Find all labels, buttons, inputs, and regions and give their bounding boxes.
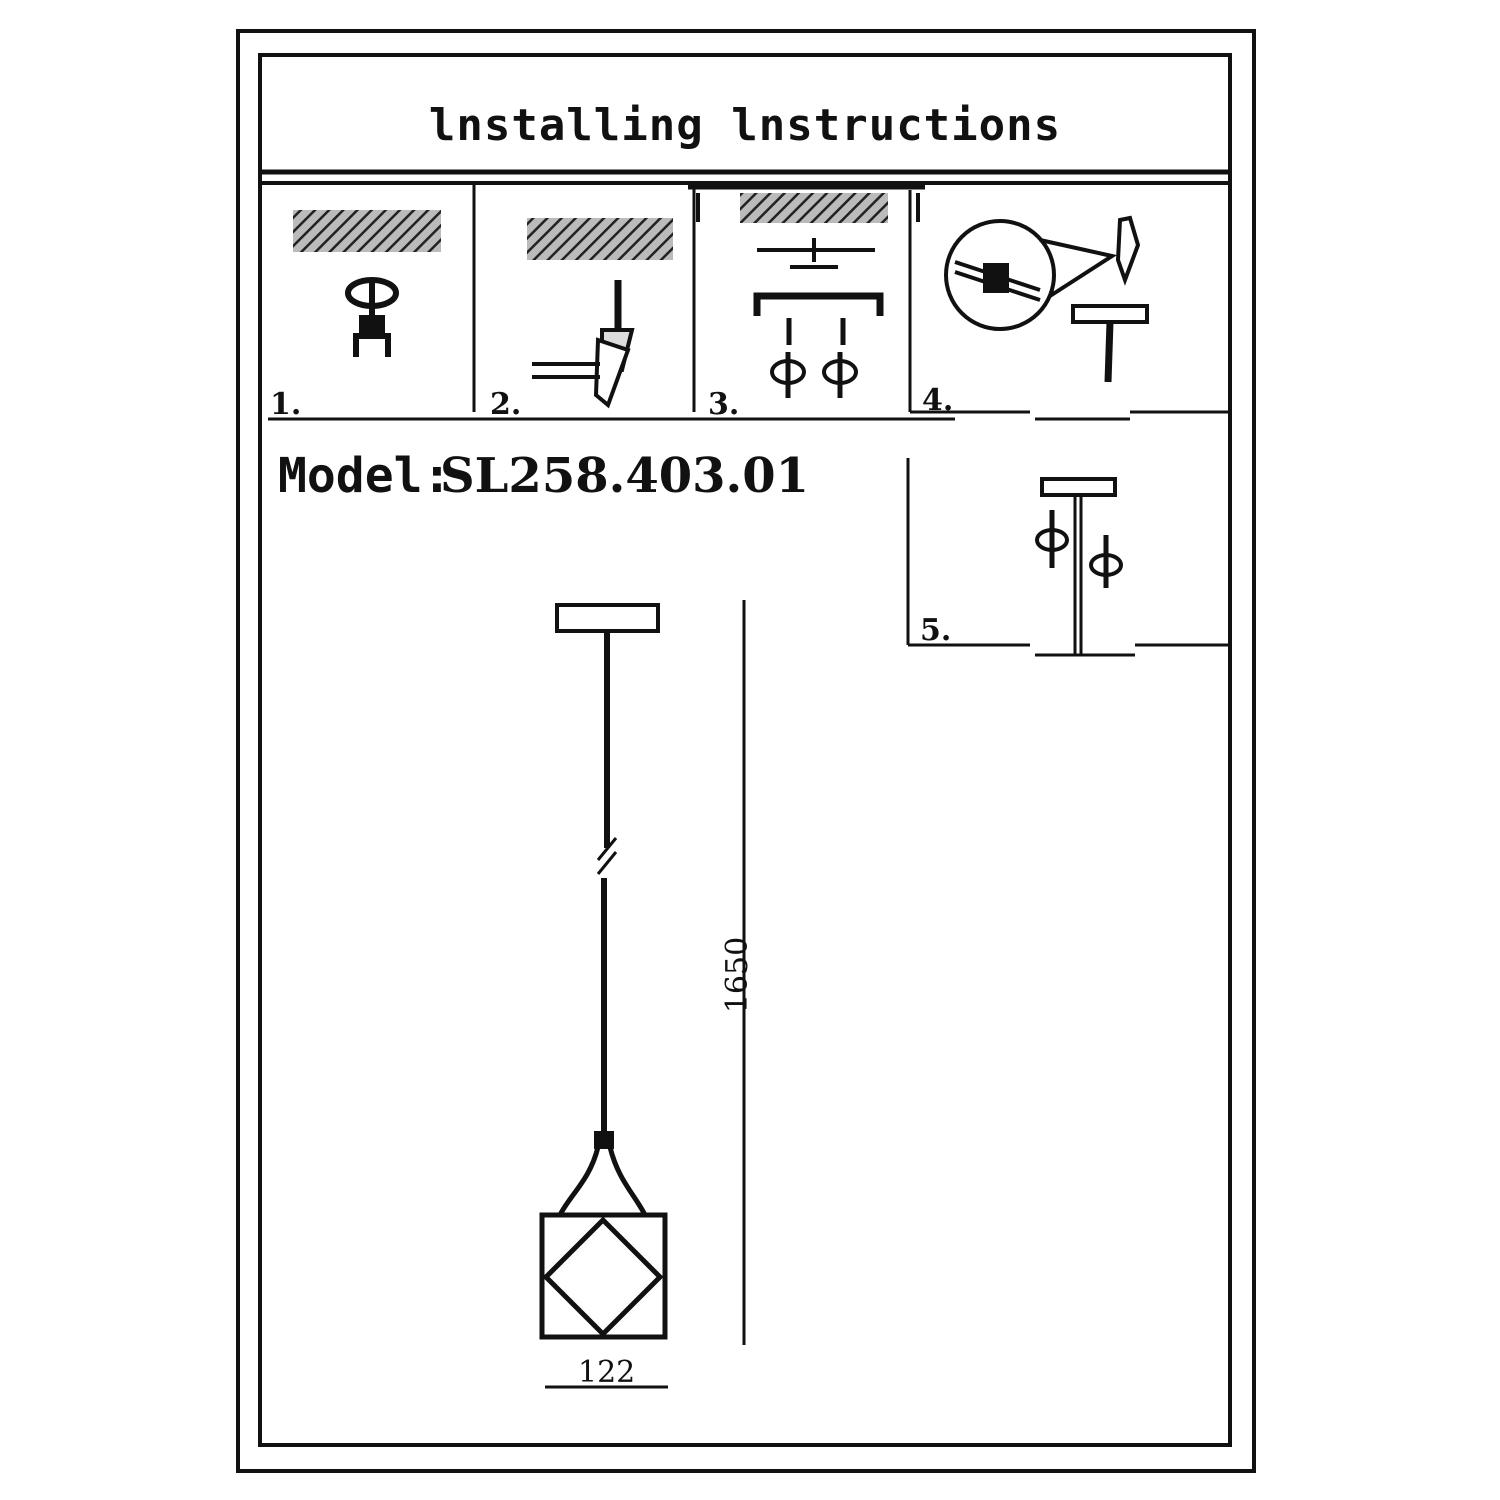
step-4-number: 4. bbox=[922, 383, 954, 418]
outer-frame bbox=[236, 29, 1256, 1473]
width-dimension-label: 122 bbox=[578, 1355, 636, 1390]
step-2-drill-icon bbox=[527, 218, 673, 409]
step-2-number: 2. bbox=[490, 387, 522, 422]
step-1-number: 1. bbox=[270, 387, 302, 422]
inner-frame bbox=[258, 53, 1232, 1447]
shade-diamond bbox=[542, 1216, 664, 1338]
step-panel-dividers bbox=[268, 183, 1228, 657]
pendant-lamp-drawing bbox=[539, 603, 668, 1340]
model-number: SL258.403.01 bbox=[440, 448, 810, 504]
step-3-number: 3. bbox=[708, 387, 740, 422]
title-divider bbox=[260, 169, 1230, 185]
step-4-wire-connection-icon bbox=[944, 215, 1149, 383]
page-title: lnstalling lnstructions bbox=[428, 100, 1062, 151]
pendant-shade bbox=[539, 1212, 668, 1340]
model-label: Model: bbox=[278, 448, 452, 504]
height-dimension-label: 1650 bbox=[720, 936, 756, 1014]
ceiling-hatch-1 bbox=[293, 210, 441, 252]
step-1-ceiling-hook-icon bbox=[293, 210, 441, 357]
ceiling-hatch-3 bbox=[740, 193, 888, 223]
pendant-canopy bbox=[555, 603, 660, 633]
step-3-mounting-bracket-icon bbox=[688, 184, 925, 398]
step-5-number: 5. bbox=[920, 613, 952, 648]
step-5-canopy-install-icon bbox=[1035, 477, 1123, 655]
ceiling-hatch-2 bbox=[527, 218, 673, 260]
